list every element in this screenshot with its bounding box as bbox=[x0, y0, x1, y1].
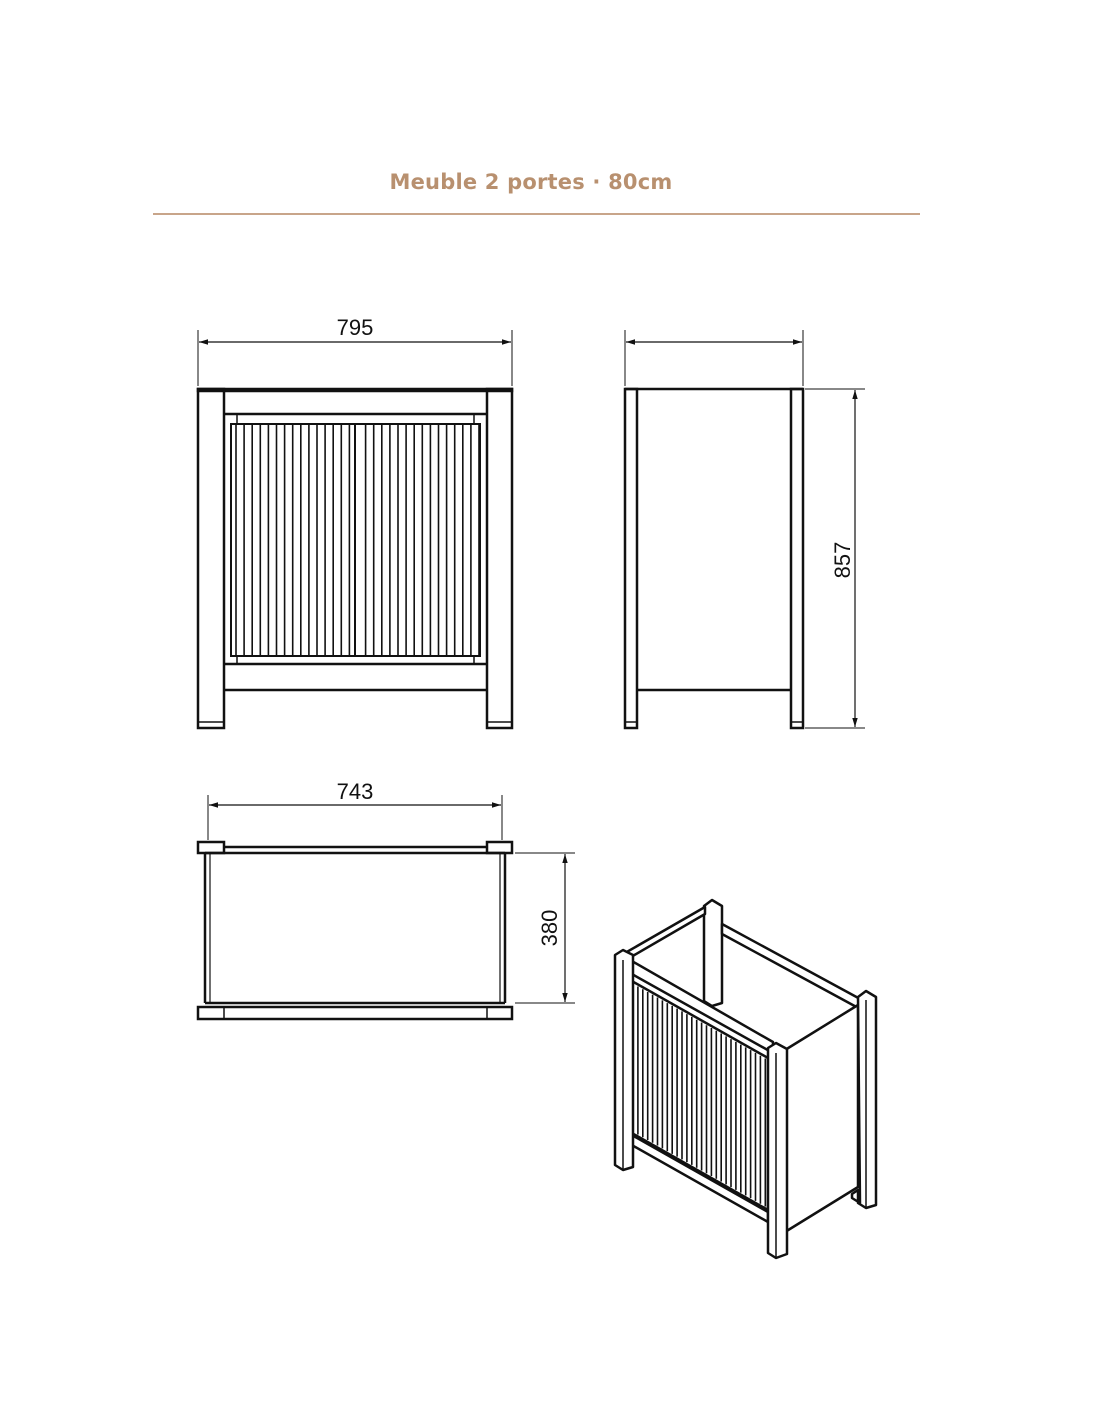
door-right bbox=[354, 423, 481, 657]
front-view bbox=[196, 330, 514, 730]
side-view bbox=[623, 330, 865, 730]
dimension-857: 857 bbox=[830, 542, 855, 579]
dimension-380: 380 bbox=[537, 910, 562, 947]
title-divider bbox=[153, 213, 920, 215]
top-view bbox=[196, 795, 575, 1021]
dimension-743: 743 bbox=[337, 779, 374, 804]
dimension-795: 795 bbox=[337, 315, 374, 340]
isometric-view bbox=[613, 898, 878, 1260]
page-title: Meuble 2 portes · 80cm bbox=[389, 170, 673, 194]
